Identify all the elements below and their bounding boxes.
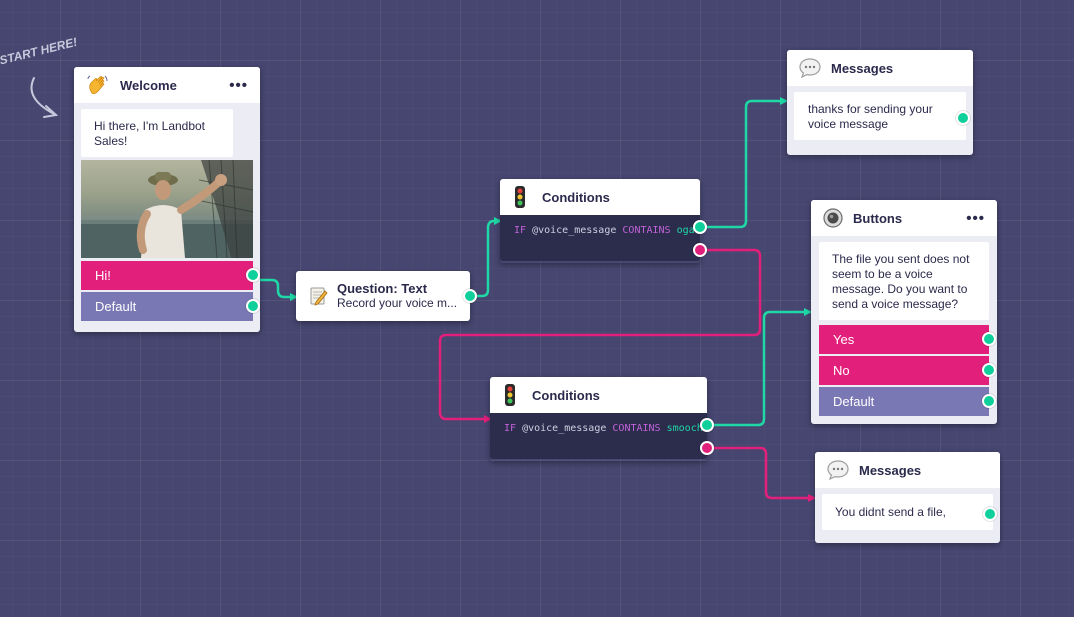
wire-conditions2-false-to-messages2 <box>712 446 816 502</box>
question-title: Question: Text <box>337 281 428 296</box>
conditions-1-false-port[interactable] <box>693 243 707 257</box>
buttons-yes-output-port[interactable] <box>982 332 996 346</box>
traffic-light-icon <box>505 384 515 406</box>
wire-conditions1-false-to-conditions2 <box>438 248 762 423</box>
buttons-option-no[interactable]: No <box>819 356 996 385</box>
question-subtitle: Record your voice m... <box>337 296 458 310</box>
buttons-no-output-port[interactable] <box>982 363 996 377</box>
conditions-block-2[interactable]: Conditions IF @voice_message CONTAINS sm… <box>490 377 714 461</box>
welcome-gif-image <box>81 160 253 258</box>
notepad-icon <box>310 287 328 306</box>
messages-2-title: Messages <box>859 462 922 478</box>
conditions-block-1[interactable]: Conditions IF @voice_message CONTAINS og… <box>500 179 707 263</box>
messages-2-header[interactable]: Messages <box>815 452 1000 488</box>
conditions-1-header[interactable]: Conditions <box>500 179 700 215</box>
conditions-1-value: oga <box>676 225 695 236</box>
conditions-2-true-port[interactable] <box>700 418 714 432</box>
buttons-option-default-label: Default <box>833 394 875 409</box>
buttons-default-output-port[interactable] <box>982 394 996 408</box>
welcome-menu-button[interactable]: ••• <box>229 76 248 94</box>
conditions-2-header[interactable]: Conditions <box>490 377 707 413</box>
buttons-block[interactable]: Buttons ••• The file you sent does not s… <box>811 200 997 424</box>
traffic-light-icon <box>515 186 525 208</box>
welcome-button-hi[interactable]: Hi! <box>81 261 260 290</box>
buttons-header[interactable]: Buttons ••• <box>811 200 997 236</box>
welcome-button-default-label: Default <box>95 299 137 314</box>
buttons-message: The file you sent does not seem to be a … <box>819 242 989 320</box>
buttons-option-yes[interactable]: Yes <box>819 325 996 354</box>
conditions-2-false-port[interactable] <box>700 441 714 455</box>
conditions-1-if: IF <box>514 225 527 236</box>
welcome-block[interactable]: Welcome ••• Hi there, I'm Landbot Sales! <box>74 67 260 332</box>
conditions-2-title: Conditions <box>532 387 600 403</box>
welcome-button-default[interactable]: Default <box>81 292 260 321</box>
buttons-title: Buttons <box>853 210 903 226</box>
start-arrow-icon <box>30 77 59 118</box>
messages-1-title: Messages <box>831 60 894 76</box>
wire-conditions2-true-to-buttons <box>712 308 812 427</box>
conditions-2-operator: CONTAINS <box>612 423 661 434</box>
welcome-header[interactable]: Welcome ••• <box>74 67 260 103</box>
question-output-port[interactable] <box>463 289 477 303</box>
conditions-2-value: smooch <box>666 423 703 434</box>
messages-2-text: You didnt send a file, <box>822 494 993 530</box>
conditions-1-variable: @voice_message <box>532 225 617 236</box>
speech-bubble-icon <box>827 460 849 480</box>
welcome-title: Welcome <box>120 77 177 93</box>
welcome-button-hi-label: Hi! <box>95 268 111 283</box>
conditions-2-rule: IF @voice_message CONTAINS smooch <box>490 413 707 459</box>
question-text-block[interactable]: Question: Text Record your voice m... <box>296 271 477 321</box>
welcome-hi-output-port[interactable] <box>246 268 260 282</box>
welcome-message: Hi there, I'm Landbot Sales! <box>81 109 233 157</box>
messages-block-1[interactable]: Messages thanks for sending your voice m… <box>787 50 973 155</box>
waving-hand-icon <box>87 75 108 94</box>
buttons-option-default[interactable]: Default <box>819 387 996 416</box>
messages-2-output-port[interactable] <box>983 507 997 521</box>
wire-conditions1-true-to-messages1 <box>706 97 788 229</box>
wire-question-to-conditions1 <box>476 217 502 298</box>
conditions-1-operator: CONTAINS <box>622 225 671 236</box>
conditions-1-title: Conditions <box>542 189 610 205</box>
conditions-2-if: IF <box>504 423 517 434</box>
conditions-1-rule: IF @voice_message CONTAINS oga <box>500 215 700 261</box>
speech-bubble-icon <box>799 58 821 78</box>
welcome-default-output-port[interactable] <box>246 299 260 313</box>
conditions-2-variable: @voice_message <box>522 423 607 434</box>
radio-button-icon <box>823 208 843 228</box>
messages-1-text: thanks for sending your voice message <box>794 92 966 140</box>
wire-hi-to-question <box>258 278 298 301</box>
conditions-1-true-port[interactable] <box>693 220 707 234</box>
buttons-menu-button[interactable]: ••• <box>966 209 985 227</box>
messages-block-2[interactable]: Messages You didnt send a file, <box>815 452 1000 543</box>
messages-1-output-port[interactable] <box>956 111 970 125</box>
buttons-option-no-label: No <box>833 363 850 378</box>
buttons-option-yes-label: Yes <box>833 332 855 347</box>
messages-1-header[interactable]: Messages <box>787 50 973 86</box>
